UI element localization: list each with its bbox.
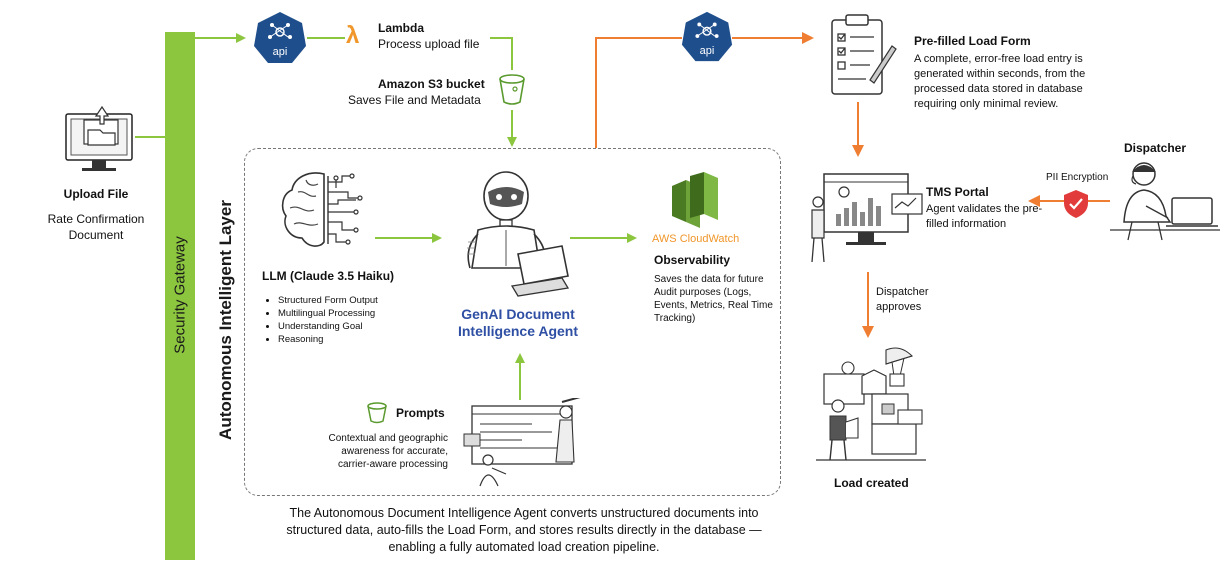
load-created-title: Load created bbox=[834, 476, 909, 490]
upload-file-subtitle: Rate Confirmation Document bbox=[47, 212, 145, 242]
shield-icon bbox=[1062, 189, 1090, 219]
llm-capabilities-list: Structured Form Output Multilingual Proc… bbox=[264, 294, 414, 346]
agent-title-line2: Intelligence Agent bbox=[457, 323, 579, 339]
autonomous-layer-label: Autonomous Intelligent Layer bbox=[216, 200, 235, 440]
clipboard-form-icon bbox=[826, 12, 898, 98]
upload-file-title: Upload File bbox=[63, 187, 129, 201]
api-hexagon-icon: api bbox=[252, 10, 308, 66]
security-gateway-label: Security Gateway bbox=[171, 236, 189, 354]
cloudwatch-brand: AWS CloudWatch bbox=[652, 233, 740, 245]
llm-title: LLM (Claude 3.5 Haiku) bbox=[262, 269, 395, 283]
brain-circuit-icon bbox=[278, 168, 376, 252]
llm-capability-item: Reasoning bbox=[278, 333, 414, 346]
prompts-description: Contextual and geographic awareness for … bbox=[328, 433, 448, 470]
lambda-icon: λ bbox=[346, 22, 360, 49]
dispatcher-person-icon bbox=[1110, 158, 1220, 242]
load-boxes-icon bbox=[812, 346, 930, 464]
llm-capability-item: Structured Form Output bbox=[278, 294, 414, 307]
security-gateway-bar bbox=[165, 32, 195, 560]
api-label: api bbox=[272, 46, 288, 58]
s3-bucket-icon bbox=[498, 74, 526, 106]
llm-capability-item: Multilingual Processing bbox=[278, 307, 414, 320]
agent-to-api-line bbox=[595, 37, 682, 148]
cloudwatch-icon bbox=[668, 172, 720, 228]
agent-title-line1: GenAI Document bbox=[461, 306, 575, 322]
dispatcher-title: Dispatcher bbox=[1124, 141, 1187, 155]
cloudwatch-description: Saves the data for future Audit purposes… bbox=[654, 274, 773, 324]
prompts-bucket-icon bbox=[366, 402, 388, 424]
tms-dashboard-icon bbox=[806, 168, 928, 264]
lambda-description: Process upload file bbox=[378, 37, 480, 51]
prompt-illustration-icon bbox=[462, 395, 592, 488]
upload-computer-icon bbox=[62, 100, 138, 176]
load-form-title: Pre-filled Load Form bbox=[914, 34, 1031, 48]
tms-title: TMS Portal bbox=[926, 185, 989, 199]
dispatcher-approves-label: Dispatcher approves bbox=[876, 286, 929, 313]
prompts-title: Prompts bbox=[396, 406, 445, 420]
api-hexagon-icon: api bbox=[680, 10, 734, 64]
api-label: api bbox=[699, 45, 715, 57]
lambda-to-s3-line bbox=[490, 37, 513, 70]
cloudwatch-title: Observability bbox=[654, 253, 731, 267]
tms-description: Agent validates the pre-filled informati… bbox=[926, 203, 1043, 230]
load-form-description: A complete, error-free load entry is gen… bbox=[914, 53, 1086, 110]
robot-agent-icon bbox=[458, 168, 570, 300]
s3-description: Saves File and Metadata bbox=[348, 93, 481, 107]
s3-title: Amazon S3 bucket bbox=[378, 77, 485, 91]
llm-capability-item: Understanding Goal bbox=[278, 320, 414, 333]
footer-summary: The Autonomous Document Intelligence Age… bbox=[286, 506, 762, 554]
autonomous-layer-box bbox=[244, 148, 781, 496]
lambda-title: Lambda bbox=[378, 21, 425, 35]
pii-encryption-label: PII Encryption bbox=[1046, 172, 1109, 183]
